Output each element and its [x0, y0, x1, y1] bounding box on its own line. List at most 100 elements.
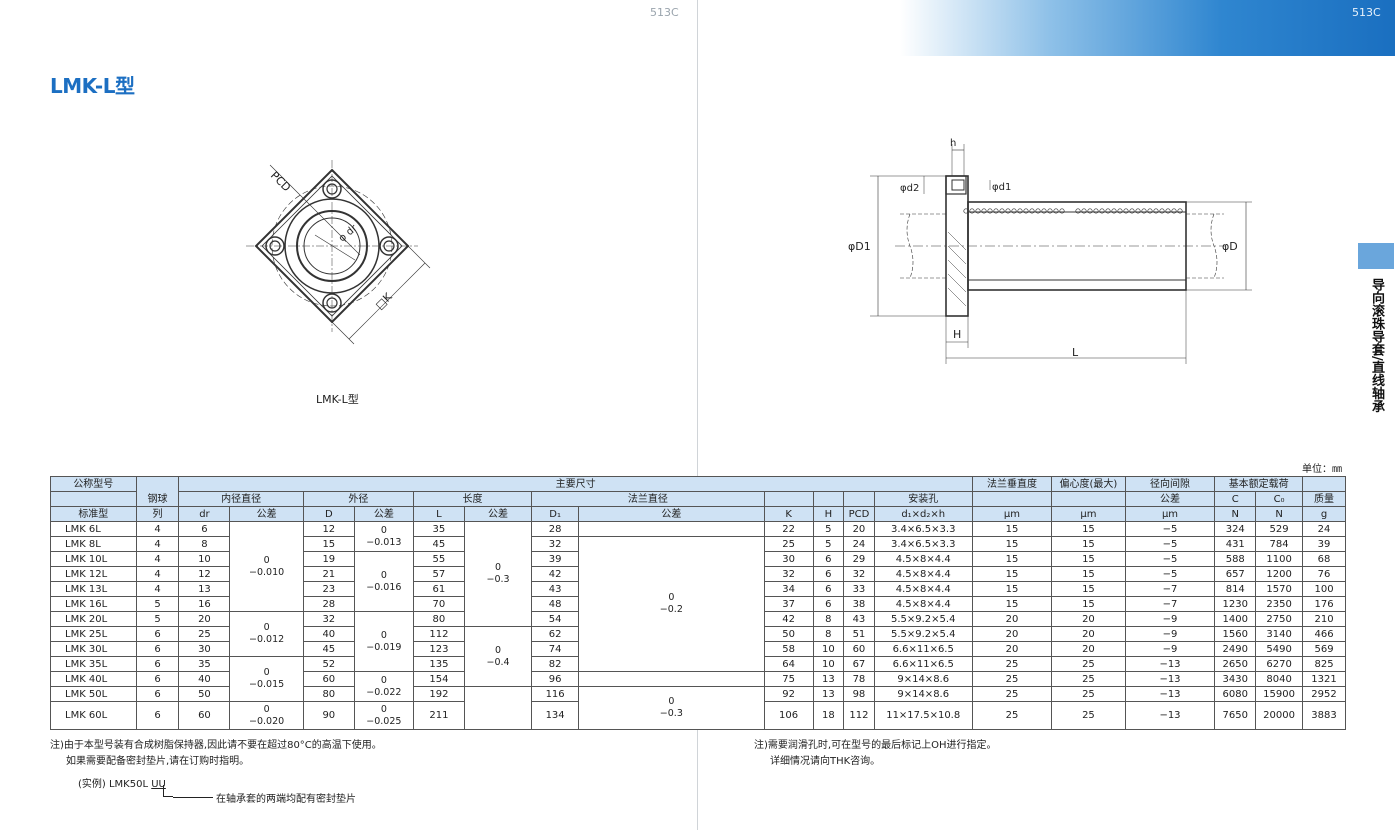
dim-H: H [953, 328, 961, 341]
cell-model: LMK 16L [50, 596, 137, 612]
cell-C: 6080 [1214, 686, 1257, 702]
cell-dr-tolerance: 0−0.010 [229, 521, 304, 612]
cell-flange-perp: 15 [971, 566, 1053, 582]
cell-C: 657 [1214, 566, 1257, 582]
cell-D: 60 [302, 671, 355, 687]
header-ecc-unit: μm [1051, 506, 1126, 522]
cell-L: 80 [412, 611, 465, 627]
cell-H: 8 [812, 611, 845, 627]
header-rc-tol: 公差 [1124, 491, 1216, 507]
cell-L: 123 [412, 641, 465, 657]
cell-dr: 12 [178, 566, 231, 582]
cell-C0: 1100 [1255, 551, 1304, 567]
cell-mount-hole: 4.5×8×4.4 [873, 596, 973, 612]
cell-flange-perp: 20 [971, 641, 1053, 657]
cell-C0: 529 [1255, 521, 1304, 537]
cell-C0: 6270 [1255, 656, 1304, 672]
cell-PCD: 32 [843, 566, 875, 582]
cell-L-tolerance: 0−0.3 [463, 521, 533, 627]
header-ecc-mid [1051, 491, 1126, 507]
cell-D1-tolerance: 0−0.2 [578, 536, 765, 672]
header-steel-ball: 钢球 [135, 476, 180, 507]
cell-model: LMK 13L [50, 581, 137, 597]
cell-ball-rows: 6 [135, 701, 180, 730]
cell-dr: 8 [178, 536, 231, 552]
cell-C0: 20000 [1255, 701, 1304, 730]
cell-D: 19 [302, 551, 355, 567]
cell-mount-hole: 4.5×8×4.4 [873, 551, 973, 567]
cell-PCD: 67 [843, 656, 875, 672]
cell-L: 35 [412, 521, 465, 537]
cell-C0: 784 [1255, 536, 1304, 552]
example-bracket [163, 785, 173, 797]
cell-PCD: 38 [843, 596, 875, 612]
k-label: □K [373, 290, 395, 312]
cell-L: 55 [412, 551, 465, 567]
cell-PCD: 29 [843, 551, 875, 567]
cell-mass: 39 [1302, 536, 1346, 552]
header-band [900, 0, 1395, 56]
cell-ball-rows: 6 [135, 671, 180, 687]
cell-mount-hole: 6.6×11×6.5 [873, 656, 973, 672]
notes-left: 注)由于本型号装有合成树脂保持器,因此请不要在超过80°C的高温下使用。 如果需… [50, 738, 382, 770]
cell-dr-tolerance: 0−0.020 [229, 701, 304, 730]
dim-h-small: h [950, 138, 956, 149]
cell-mount-hole: 5.5×9.2×5.4 [873, 611, 973, 627]
cell-D1: 134 [531, 701, 580, 730]
header-mount-hole: 安装孔 [873, 491, 973, 507]
cell-H: 6 [812, 566, 845, 582]
side-view-drawing: h φd2 φd1 φD1 φD H L [848, 138, 1252, 364]
cell-model: LMK 20L [50, 611, 137, 627]
cell-model: LMK 6L [50, 521, 137, 537]
cell-dr: 16 [178, 596, 231, 612]
cell-C0: 1200 [1255, 566, 1304, 582]
header-dr: dr [178, 506, 231, 522]
cell-radial-clearance: −9 [1124, 611, 1216, 627]
cell-flange-perp: 20 [971, 611, 1053, 627]
cell-flange-perp: 25 [971, 701, 1053, 730]
cell-mount-hole: 4.5×8×4.4 [873, 566, 973, 582]
cell-mount-hole: 9×14×8.6 [873, 686, 973, 702]
cell-eccentricity: 25 [1051, 671, 1126, 687]
cell-mass: 68 [1302, 551, 1346, 567]
cell-L: 211 [412, 701, 465, 730]
cell-C0: 2350 [1255, 596, 1304, 612]
page-title: LMK-L型 [50, 74, 135, 98]
cell-H: 18 [812, 701, 845, 730]
cell-D: 12 [302, 521, 355, 537]
example-description: 在轴承套的两端均配有密封垫片 [216, 794, 356, 805]
cell-ball-rows: 4 [135, 536, 180, 552]
cell-dr-tolerance: 0−0.015 [229, 656, 304, 702]
cell-ball-rows: 6 [135, 656, 180, 672]
header-L-tol: 公差 [463, 506, 533, 522]
cell-model: LMK 12L [50, 566, 137, 582]
cell-mount-hole: 6.6×11×6.5 [873, 641, 973, 657]
cell-mass: 2952 [1302, 686, 1346, 702]
cell-flange-perp: 25 [971, 671, 1053, 687]
cell-radial-clearance: −5 [1124, 566, 1216, 582]
cell-L: 112 [412, 626, 465, 642]
cell-ball-rows: 6 [135, 641, 180, 657]
cell-ball-rows: 6 [135, 686, 180, 702]
cell-PCD: 33 [843, 581, 875, 597]
example-leader [173, 797, 213, 798]
cell-H: 5 [812, 521, 845, 537]
cell-mount-hole: 3.4×6.5×3.3 [873, 521, 973, 537]
cell-C: 2650 [1214, 656, 1257, 672]
cell-radial-clearance: −5 [1124, 551, 1216, 567]
cell-eccentricity: 15 [1051, 521, 1126, 537]
cell-D1: 116 [531, 686, 580, 702]
header-basic-load: 基本额定载荷 [1214, 476, 1304, 492]
header-mount-hole-sub: d₁×d₂×h [873, 506, 973, 522]
side-tab-marker [1358, 243, 1394, 269]
cell-radial-clearance: −13 [1124, 671, 1216, 687]
header-C: C [1214, 491, 1257, 507]
cell-radial-clearance: −7 [1124, 596, 1216, 612]
cell-flange-perp: 15 [971, 551, 1053, 567]
cell-H: 6 [812, 581, 845, 597]
cell-C0: 3140 [1255, 626, 1304, 642]
